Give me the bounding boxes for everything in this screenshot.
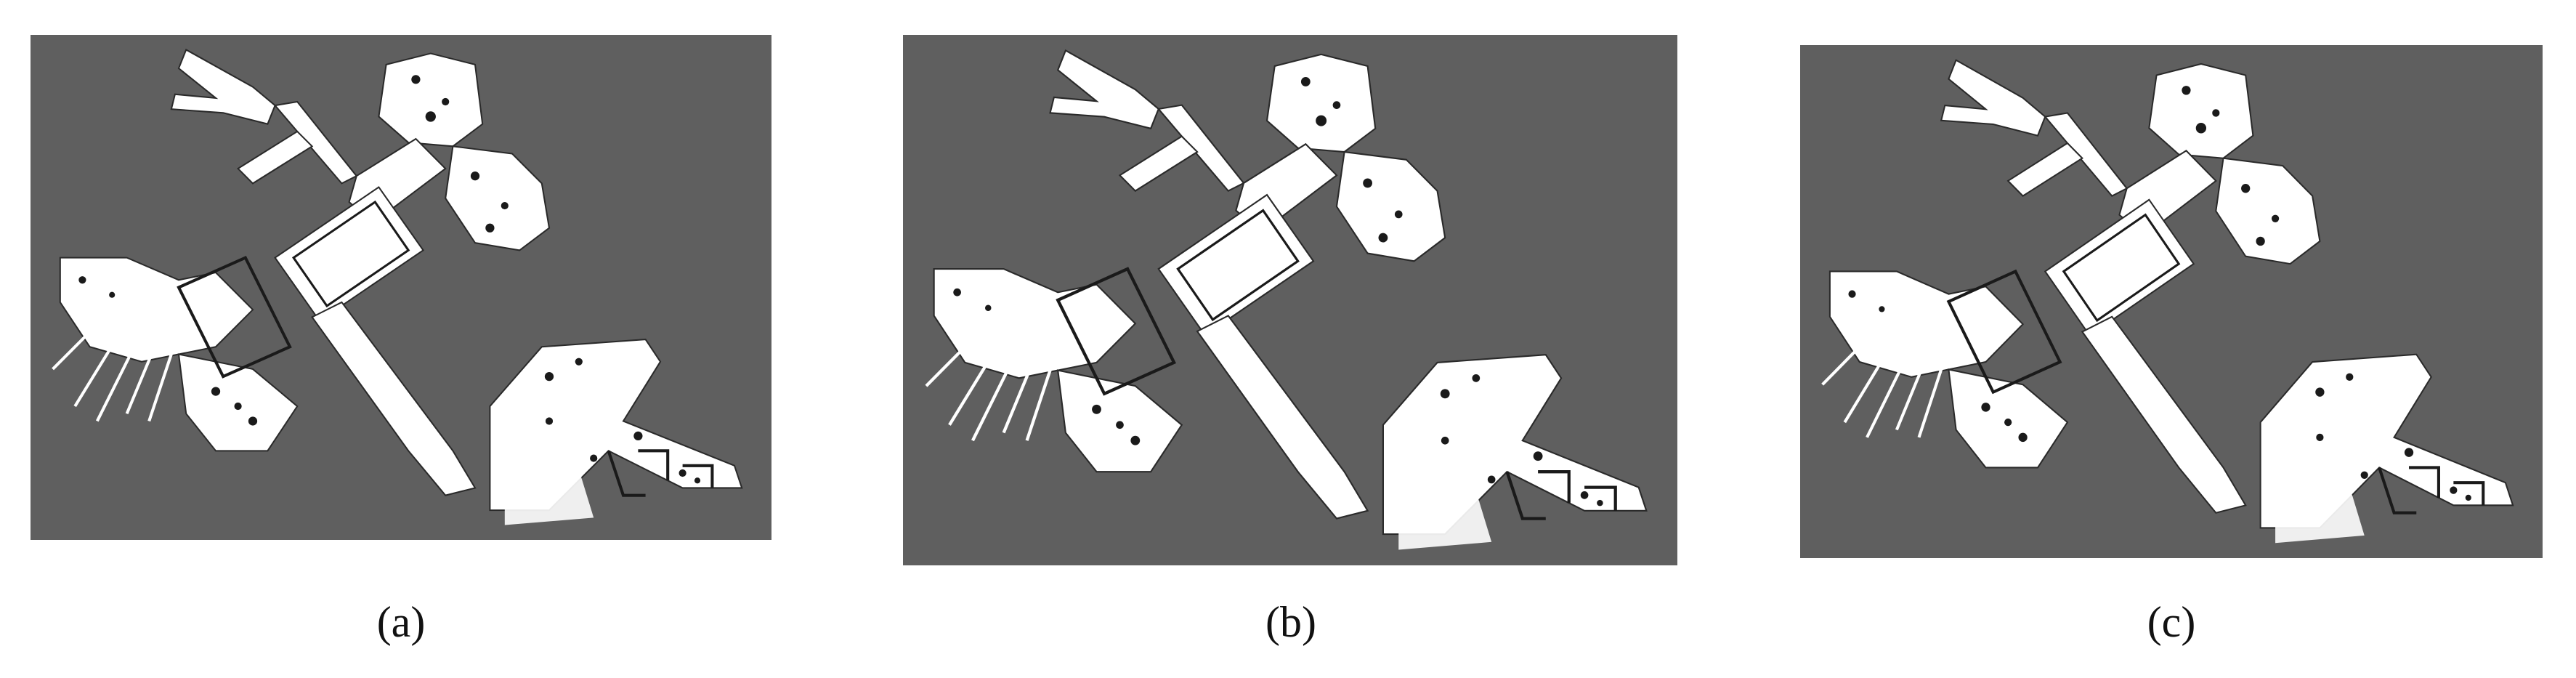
- caption-c: (c): [2147, 598, 2196, 646]
- occupancy-map-b: [903, 35, 1677, 565]
- caption-b: (b): [1265, 598, 1316, 646]
- occupancy-map-c: [1800, 45, 2543, 558]
- caption-a: (a): [376, 598, 426, 646]
- occupancy-map-a: [31, 35, 771, 540]
